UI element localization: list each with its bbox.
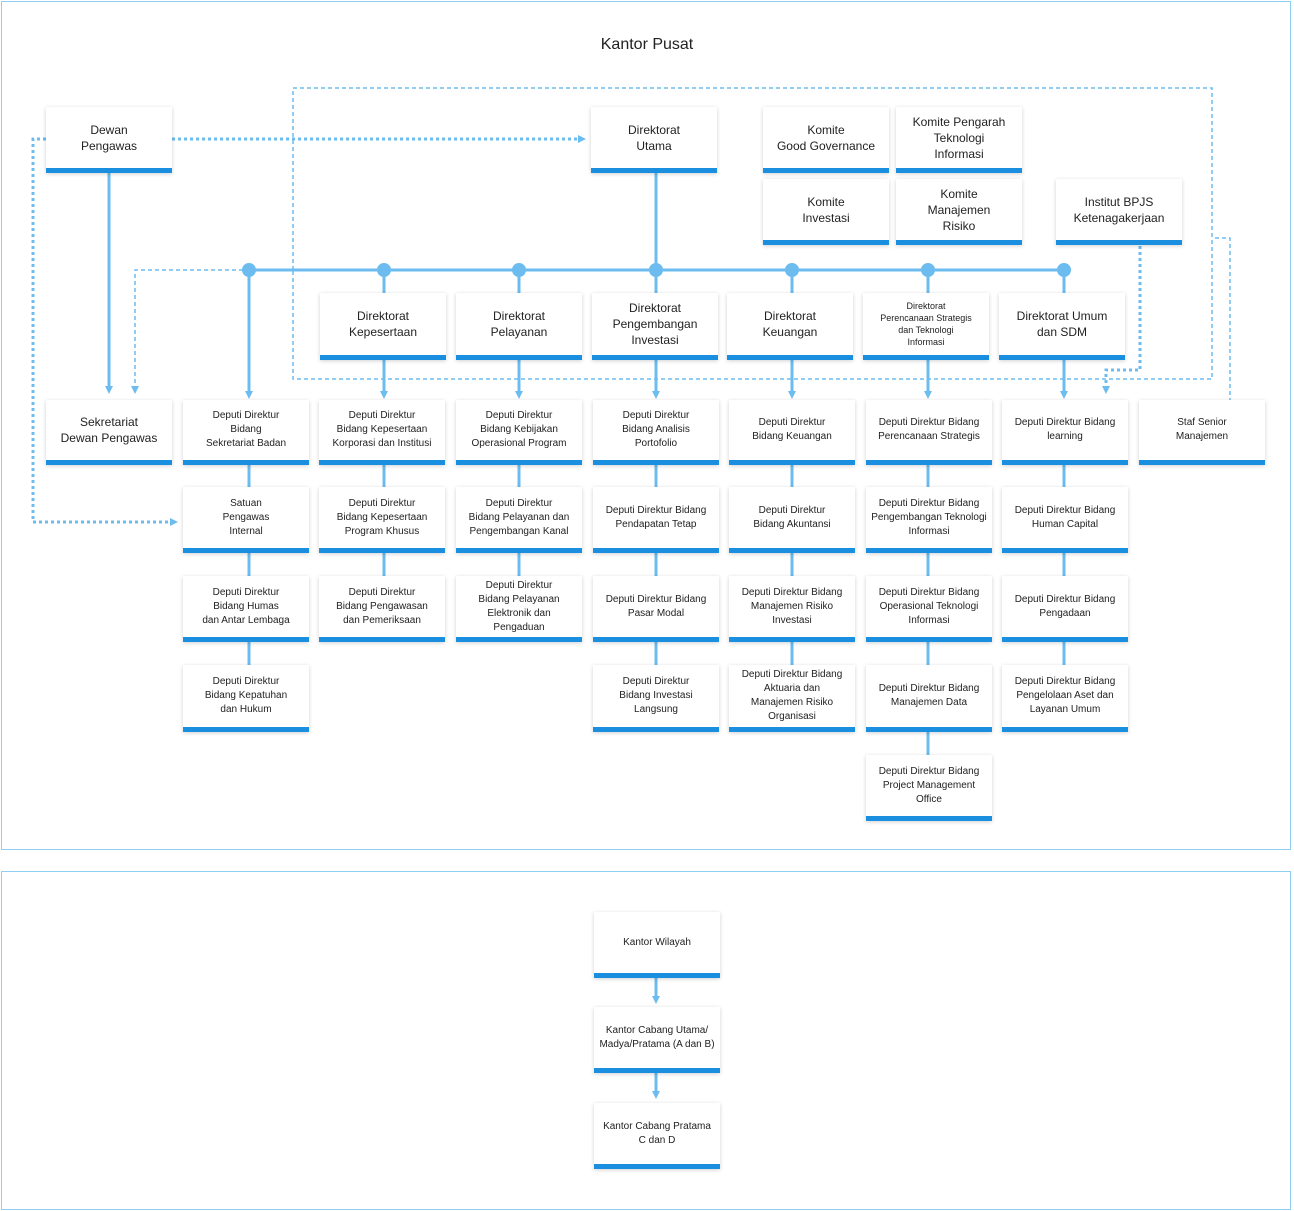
deputi-humas-box: Deputi Direktur Bidang Humas dan Antar L… <box>183 576 309 642</box>
komite-investasi-box: Komite Investasi <box>763 179 889 245</box>
deputi-pengembangan-ti-box: Deputi Direktur Bidang Pengembangan Tekn… <box>866 487 992 553</box>
deputi-investasi-langsung-box: Deputi Direktur Bidang Investasi Langsun… <box>593 665 719 732</box>
deputi-sekretariat-badan-box: Deputi Direktur Bidang Sekretariat Badan <box>183 400 309 465</box>
deputi-pendapatan-tetap-box: Deputi Direktur Bidang Pendapatan Tetap <box>593 487 719 553</box>
direktorat-pelayanan-box: Direktorat Pelayanan <box>456 293 582 360</box>
kantor-wilayah-box: Kantor Wilayah <box>594 912 720 978</box>
deputi-manajemen-risiko-investasi-box: Deputi Direktur Bidang Manajemen Risiko … <box>729 576 855 642</box>
satuan-pengawas-internal-box: Satuan Pengawas Internal <box>183 487 309 553</box>
deputi-pelayanan-kanal-box: Deputi Direktur Bidang Pelayanan dan Pen… <box>456 487 582 553</box>
kantor-cabang-utama-box: Kantor Cabang Utama/ Madya/Pratama (A da… <box>594 1007 720 1073</box>
dewan-pengawas-box: Dewan Pengawas <box>46 107 172 173</box>
kantor-cabang-pratama-box: Kantor Cabang Pratama C dan D <box>594 1103 720 1169</box>
direktorat-perencanaan-strategis-box: Direktorat Perencanaan Strategis dan Tek… <box>863 293 989 360</box>
sekretariat-dewan-pengawas-box: Sekretariat Dewan Pengawas <box>46 400 172 465</box>
deputi-pelayanan-elektronik-box: Deputi Direktur Bidang Pelayanan Elektro… <box>456 576 582 642</box>
deputi-pengadaan-box: Deputi Direktur Bidang Pengadaan <box>1002 576 1128 642</box>
direktorat-utama-box: Direktorat Utama <box>591 107 717 173</box>
kantor-pusat-title: Kantor Pusat <box>600 36 694 53</box>
deputi-project-management-office-box: Deputi Direktur Bidang Project Managemen… <box>866 755 992 821</box>
deputi-analisis-portofolio-box: Deputi Direktur Bidang Analisis Portofol… <box>593 400 719 465</box>
deputi-akuntansi-box: Deputi Direktur Bidang Akuntansi <box>729 487 855 553</box>
staf-senior-manajemen-box: Staf Senior Manajemen <box>1139 400 1265 465</box>
deputi-kebijakan-operasional-box: Deputi Direktur Bidang Kebijakan Operasi… <box>456 400 582 465</box>
deputi-perencanaan-strategis-box: Deputi Direktur Bidang Perencanaan Strat… <box>866 400 992 465</box>
deputi-keuangan-box: Deputi Direktur Bidang Keuangan <box>729 400 855 465</box>
direktorat-pengembangan-investasi-box: Direktorat Pengembangan Investasi <box>592 293 718 360</box>
komite-good-governance-box: Komite Good Governance <box>763 107 889 173</box>
institut-bpjs-box: Institut BPJS Ketenagakerjaan <box>1056 179 1182 245</box>
deputi-learning-box: Deputi Direktur Bidang learning <box>1002 400 1128 465</box>
deputi-kepesertaan-program-khusus-box: Deputi Direktur Bidang Kepesertaan Progr… <box>319 487 445 553</box>
deputi-operasional-ti-box: Deputi Direktur Bidang Operasional Tekno… <box>866 576 992 642</box>
deputi-kepesertaan-korporasi-box: Deputi Direktur Bidang Kepesertaan Korpo… <box>319 400 445 465</box>
direktorat-umum-sdm-box: Direktorat Umum dan SDM <box>999 293 1125 360</box>
deputi-aktuaria-box: Deputi Direktur Bidang Aktuaria dan Mana… <box>729 665 855 732</box>
direktorat-kepesertaan-box: Direktorat Kepesertaan <box>320 293 446 360</box>
deputi-human-capital-box: Deputi Direktur Bidang Human Capital <box>1002 487 1128 553</box>
komite-pengarah-ti-box: Komite Pengarah Teknologi Informasi <box>896 107 1022 173</box>
deputi-manajemen-data-box: Deputi Direktur Bidang Manajemen Data <box>866 665 992 732</box>
deputi-kepatuhan-hukum-box: Deputi Direktur Bidang Kepatuhan dan Huk… <box>183 665 309 732</box>
deputi-pengelolaan-aset-box: Deputi Direktur Bidang Pengelolaan Aset … <box>1002 665 1128 732</box>
komite-manajemen-risiko-box: Komite Manajemen Risiko <box>896 179 1022 245</box>
direktorat-keuangan-box: Direktorat Keuangan <box>727 293 853 360</box>
deputi-pengawasan-pemeriksaan-box: Deputi Direktur Bidang Pengawasan dan Pe… <box>319 576 445 642</box>
deputi-pasar-modal-box: Deputi Direktur Bidang Pasar Modal <box>593 576 719 642</box>
